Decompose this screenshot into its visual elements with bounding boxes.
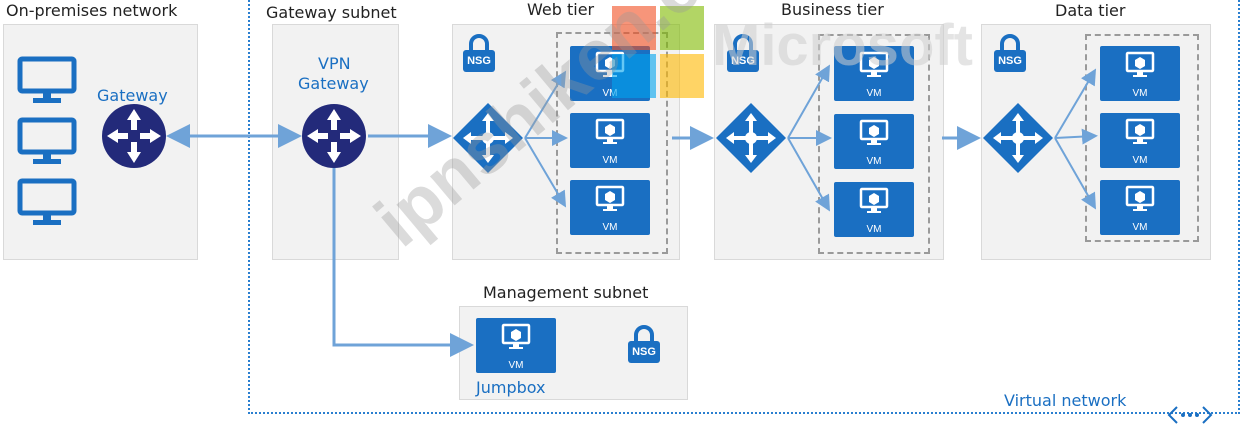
- nsg-lock-icon: NSG: [462, 33, 496, 73]
- jumpbox-label: Jumpbox: [476, 378, 546, 397]
- vm-label: VM: [602, 222, 618, 233]
- vm-tile: VM: [834, 114, 914, 169]
- vm-label: VM: [1132, 155, 1148, 166]
- vm-monitor-icon: [595, 118, 625, 144]
- vpn-gateway-label-line1: VPN: [318, 54, 351, 73]
- vm-tile: VM: [1100, 180, 1180, 235]
- monitor-icon: [17, 117, 77, 164]
- gateway-subnet-title: Gateway subnet: [266, 3, 397, 22]
- nsg-lock-icon: NSG: [993, 33, 1027, 73]
- vm-label: VM: [866, 224, 882, 235]
- vm-monitor-icon: [859, 187, 889, 213]
- monitor-icon: [17, 56, 77, 103]
- vm-label: VM: [1132, 88, 1148, 99]
- onprem-title: On-premises network: [6, 1, 178, 20]
- gateway-label: Gateway: [97, 86, 168, 105]
- nsg-lock-icon: NSG: [726, 33, 760, 73]
- nsg-label: NSG: [467, 55, 491, 67]
- vm-label: VM: [602, 155, 618, 166]
- vm-tile: VM: [570, 113, 650, 168]
- nsg-label: NSG: [998, 55, 1022, 67]
- load-balancer-icon: [716, 103, 786, 173]
- router-icon: [302, 104, 366, 168]
- vm-tile: VM: [570, 180, 650, 235]
- router-icon: [102, 104, 166, 168]
- vm-label: VM: [1132, 222, 1148, 233]
- data-tier-title: Data tier: [1055, 1, 1126, 20]
- virtual-network-icon: [1167, 406, 1213, 424]
- vm-monitor-icon: [859, 51, 889, 77]
- vm-monitor-icon: [595, 185, 625, 211]
- vm-monitor-icon: [1125, 118, 1155, 144]
- vm-label: VM: [602, 88, 618, 99]
- watermark-brand: Microsoft: [712, 13, 973, 78]
- vm-label: VM: [508, 360, 524, 371]
- monitor-icon: [17, 178, 77, 225]
- virtual-network-boundary: [248, 0, 1240, 414]
- business-tier-title: Business tier: [781, 0, 884, 19]
- load-balancer-icon: [983, 103, 1053, 173]
- nsg-label: NSG: [731, 55, 755, 67]
- vm-label: VM: [866, 88, 882, 99]
- web-tier-title: Web tier: [527, 0, 595, 19]
- vm-tile: VM: [834, 46, 914, 101]
- nsg-label: NSG: [632, 346, 656, 358]
- vpn-to-jumpbox-link: [332, 160, 474, 357]
- vm-monitor-icon: [859, 119, 889, 145]
- vm-monitor-icon: [1125, 51, 1155, 77]
- load-balancer-icon: [453, 103, 523, 173]
- vm-tile: VM: [1100, 46, 1180, 101]
- vm-monitor-icon: [1125, 185, 1155, 211]
- vpn-gateway-label-line2: Gateway: [298, 74, 369, 93]
- vm-monitor-icon: [501, 323, 531, 349]
- nsg-lock-icon: NSG: [627, 324, 661, 364]
- vm-label: VM: [866, 156, 882, 167]
- virtual-network-label: Virtual network: [1004, 391, 1127, 410]
- management-subnet-title: Management subnet: [483, 283, 649, 302]
- vm-tile: VM: [1100, 113, 1180, 168]
- microsoft-logo: [612, 6, 704, 98]
- vm-tile: VM: [834, 182, 914, 237]
- jumpbox-vm-tile: VM: [476, 318, 556, 373]
